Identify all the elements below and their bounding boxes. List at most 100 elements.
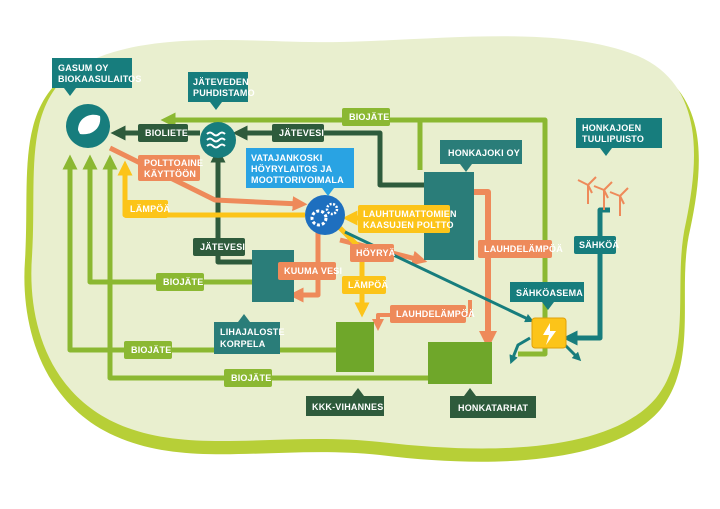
svg-text:LAUHDELÄMPÖÄ: LAUHDELÄMPÖÄ: [396, 309, 475, 319]
label-jatevesi-top-box: [272, 124, 324, 142]
svg-text:SÄHKÖASEMA: SÄHKÖASEMA: [516, 288, 583, 298]
label-polttoaine-box: [138, 155, 200, 181]
tuulipuisto-label-line1: HONKAJOEN: [582, 123, 641, 133]
label-lauhdelampo-right: LAUHDELÄMPÖÄ: [484, 244, 563, 254]
gear-small-icon: [325, 202, 339, 216]
svg-text:JÄTEVESI: JÄTEVESI: [279, 128, 324, 138]
vatajankoski-label-line1: VATAJANKOSKI: [251, 153, 322, 163]
svg-text:JÄTEVESI: JÄTEVESI: [200, 242, 245, 252]
wind-turbine-icon: [577, 176, 629, 216]
svg-text:PUHDISTAMO: PUHDISTAMO: [193, 88, 255, 98]
flow-biojate-bottom: [102, 154, 428, 381]
label-biojate-bottom: BIOJÄTE: [231, 373, 271, 383]
svg-text:JÄTEVEDEN: JÄTEVEDEN: [193, 77, 249, 87]
svg-text:BIOJÄTE: BIOJÄTE: [349, 112, 389, 122]
gear-icon: [310, 209, 328, 227]
svg-text:BIOJÄTE: BIOJÄTE: [163, 277, 203, 287]
label-lauhdelampo-mid-box: [390, 305, 466, 323]
svg-text:BIOJÄTE: BIOJÄTE: [231, 373, 271, 383]
label-lauhdelampo-mid: LAUHDELÄMPÖÄ: [396, 309, 475, 319]
lihajaloste-label-box: [214, 314, 280, 354]
tuulipuisto-label-line2: TUULIPUISTO: [582, 134, 644, 144]
biogas-leaf-icon: [78, 114, 101, 135]
svg-text:LIHAJALOSTE: LIHAJALOSTE: [220, 327, 285, 337]
gasum-label-line2: BIOKAASULAITOS: [58, 74, 142, 84]
label-polttoaine-line2: KÄYTTÖÖN: [144, 169, 196, 179]
label-biojate-mid: BIOJÄTE: [163, 277, 203, 287]
svg-text:LAUHDELÄMPÖÄ: LAUHDELÄMPÖÄ: [484, 244, 563, 254]
svg-text:TUULIPUISTO: TUULIPUISTO: [582, 134, 644, 144]
label-jatevesi-mid: JÄTEVESI: [200, 242, 245, 252]
sahkoasema-label-box: [510, 282, 584, 310]
svg-text:POLTTOAINE: POLTTOAINE: [144, 158, 203, 168]
flow-jatevesi-mid: [210, 147, 262, 265]
label-lauhtumattomien-line2: KAASUJEN POLTTO: [363, 220, 454, 230]
svg-text:LAUHTUMATTOMIEN: LAUHTUMATTOMIEN: [363, 209, 457, 219]
honkajoki-label: HONKAJOKI OY: [448, 148, 520, 158]
honkatarhat-label: HONKATARHAT: [458, 403, 528, 413]
flow-kuuma-vesi: [288, 232, 321, 303]
background-blob: [31, 36, 695, 449]
gasum-label-line1: GASUM OY: [58, 63, 109, 73]
svg-text:GASUM OY: GASUM OY: [58, 63, 109, 73]
label-bioliete-box: [138, 124, 188, 142]
svg-text:KAASUJEN POLTTO: KAASUJEN POLTTO: [363, 220, 454, 230]
label-lauhtumattomien-line1: LAUHTUMATTOMIEN: [363, 209, 457, 219]
kkk-building: [336, 322, 374, 372]
svg-text:KKK-VIHANNES: KKK-VIHANNES: [312, 402, 383, 412]
label-sahkoa: SÄHKÖÄ: [579, 240, 620, 250]
svg-text:LÄMPÖÄ: LÄMPÖÄ: [348, 280, 388, 290]
label-lampo-mid-box: [342, 276, 386, 294]
flow-biojate-honkatarhat: [420, 117, 548, 357]
svg-text:VATAJANKOSKI: VATAJANKOSKI: [251, 153, 322, 163]
label-bioliete: BIOLIETE: [145, 128, 188, 138]
label-hoyrya: HÖYRYÄ: [356, 248, 396, 258]
jatevesi-plant-label-box: [188, 72, 248, 110]
label-lampo-left: LÄMPÖÄ: [130, 204, 170, 214]
lihajaloste-label-line2: KORPELA: [220, 339, 266, 349]
jatevesi-plant-label-line2: PUHDISTAMO: [193, 88, 255, 98]
honkatarhat-building: [428, 342, 492, 384]
svg-text:BIOKAASULAITOS: BIOKAASULAITOS: [58, 74, 142, 84]
label-biojate-top: BIOJÄTE: [349, 112, 389, 122]
label-biojate-low: BIOJÄTE: [131, 345, 171, 355]
svg-text:HONKAJOEN: HONKAJOEN: [582, 123, 641, 133]
label-kuuma-vesi: KUUMA VESI: [284, 266, 342, 276]
svg-text:KÄYTTÖÖN: KÄYTTÖÖN: [144, 169, 196, 179]
svg-text:HONKAJOKI OY: HONKAJOKI OY: [448, 148, 520, 158]
label-biojate-bottom-box: [224, 369, 272, 387]
label-lauhdelampo-right-box: [478, 240, 552, 258]
label-lampo-left-box: [124, 200, 168, 218]
flow-lauhdelampo-right: [470, 189, 497, 349]
label-lauhtumattomien-box: [358, 205, 450, 233]
flow-sahkoa-out-right: [563, 343, 582, 362]
svg-text:LÄMPÖÄ: LÄMPÖÄ: [130, 204, 170, 214]
sahkoasema-label: SÄHKÖASEMA: [516, 288, 583, 298]
label-biojate-top-box: [342, 108, 390, 126]
label-jatevesi-mid-box: [193, 238, 245, 256]
flow-sahkoa-out-left: [509, 336, 531, 365]
svg-text:BIOJÄTE: BIOJÄTE: [131, 345, 171, 355]
svg-text:BIOLIETE: BIOLIETE: [145, 128, 188, 138]
vatajankoski-label-line2: HÖYRYLAITOS JA: [251, 164, 333, 174]
lihajaloste-label-line1: LIHAJALOSTE: [220, 327, 285, 337]
svg-text:HÖYRYÄ: HÖYRYÄ: [356, 248, 396, 258]
tuulipuisto-label-box: [576, 118, 662, 156]
svg-text:SÄHKÖÄ: SÄHKÖÄ: [579, 240, 620, 250]
honkatarhat-label-box: [450, 388, 536, 418]
gasum-label-box: [52, 58, 132, 96]
label-polttoaine-line1: POLTTOAINE: [144, 158, 203, 168]
label-sahkoa-box: [574, 236, 616, 254]
label-lampo-mid: LÄMPÖÄ: [348, 280, 388, 290]
vatajankoski-label-line3: MOOTTORIVOIMALA: [251, 175, 344, 185]
kkk-label: KKK-VIHANNES: [312, 402, 383, 412]
label-jatevesi-top: JÄTEVESI: [279, 128, 324, 138]
svg-text:MOOTTORIVOIMALA: MOOTTORIVOIMALA: [251, 175, 344, 185]
lightning-icon: [543, 323, 556, 345]
label-biojate-mid-box: [156, 273, 204, 291]
honkajoki-label-box: [440, 140, 522, 172]
kkk-label-box: [306, 388, 384, 416]
svg-text:KORPELA: KORPELA: [220, 339, 266, 349]
